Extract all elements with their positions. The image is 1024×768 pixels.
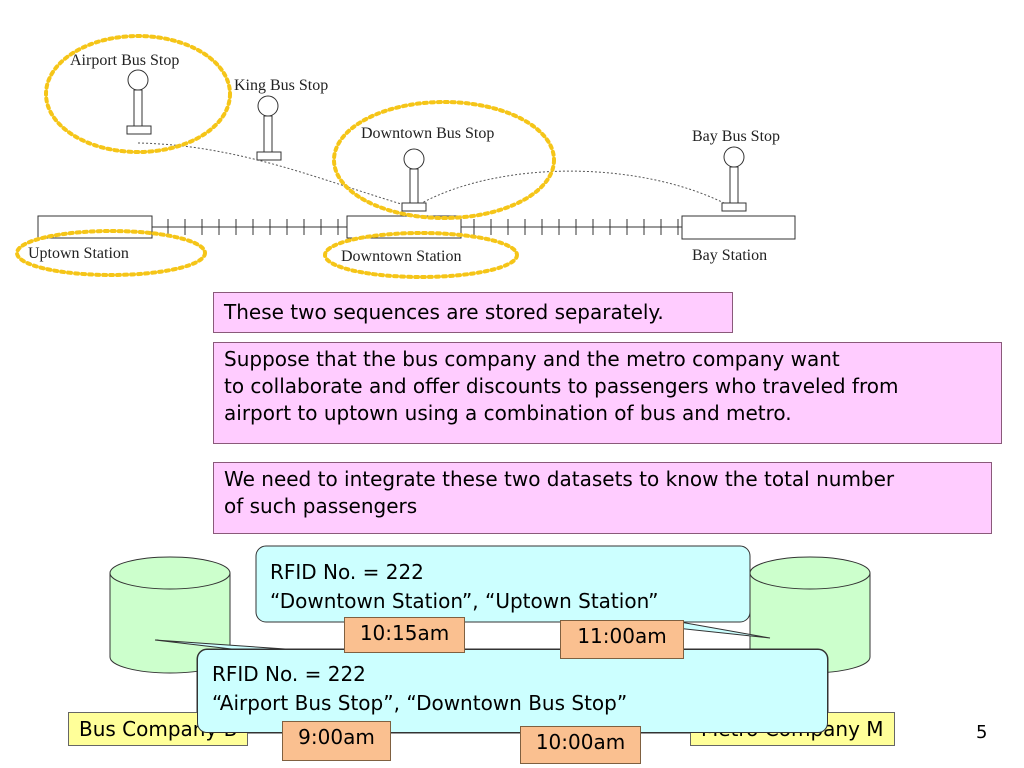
- airport-bus-stop-sign: [126, 69, 152, 135]
- note-separate: These two sequences are stored separatel…: [213, 292, 733, 333]
- bus-stops-text: “Airport Bus Stop”, “Downtown Bus Stop”: [212, 691, 628, 715]
- bus-time-1: 9:00am: [282, 721, 391, 761]
- downtown-station-label: Downtown Station: [341, 248, 461, 265]
- metro-database: [749, 556, 871, 674]
- note-integrate-line: We need to integrate these two datasets …: [224, 467, 895, 491]
- bay-bus-stop-label: Bay Bus Stop: [692, 128, 780, 145]
- king-bus-stop-label: King Bus Stop: [234, 77, 328, 94]
- bus-database: [109, 556, 231, 674]
- downtown-bus-stop-label: Downtown Bus Stop: [361, 125, 494, 142]
- bay-station-box: [681, 215, 796, 240]
- highlight-downtown-bus-stop: [332, 100, 556, 220]
- downtown-bus-stop-sign: [401, 148, 427, 212]
- metro-record-callout: [255, 545, 751, 623]
- note-suppose: Suppose that the bus company and the met…: [213, 342, 1002, 444]
- bay-station-label: Bay Station: [692, 247, 767, 264]
- uptown-station-label: Uptown Station: [28, 245, 129, 262]
- note-suppose-line: to collaborate and offer discounts to pa…: [224, 374, 899, 398]
- metro-time-2: 11:00am: [560, 620, 684, 659]
- highlight-airport-bus-stop: [44, 34, 232, 154]
- highlight-downtown-station: [323, 231, 519, 279]
- note-suppose-line: Suppose that the bus company and the met…: [224, 347, 840, 371]
- bus-rfid-text: RFID No. = 222: [212, 662, 366, 686]
- king-bus-stop-sign: [256, 95, 282, 161]
- metro-time-1: 10:15am: [344, 617, 465, 653]
- note-separate-text: These two sequences are stored separatel…: [224, 300, 664, 324]
- bus-time-2: 10:00am: [520, 726, 641, 764]
- note-integrate-line: of such passengers: [224, 494, 418, 518]
- note-suppose-line: airport to uptown using a combination of…: [224, 401, 792, 425]
- bus-record-overlay: [197, 649, 828, 733]
- airport-bus-stop-label: Airport Bus Stop: [70, 52, 179, 69]
- note-integrate: We need to integrate these two datasets …: [213, 462, 992, 534]
- page-number: 5: [976, 722, 988, 743]
- bus-route-downtown-bay: [419, 170, 729, 206]
- bay-bus-stop-sign: [721, 146, 747, 212]
- highlight-uptown-station: [15, 229, 207, 277]
- metro-rfid-text: RFID No. = 222: [270, 560, 424, 584]
- metro-stations-text: “Downtown Station”, “Uptown Station”: [270, 589, 659, 613]
